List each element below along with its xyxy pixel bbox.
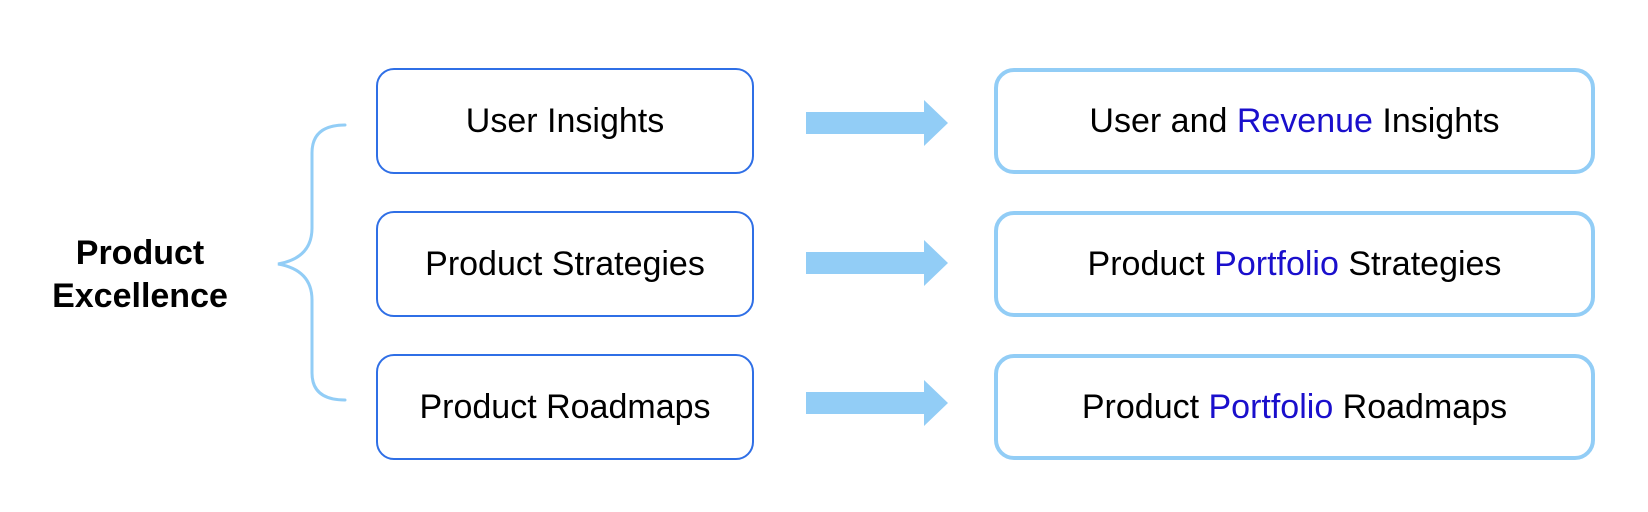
right-arrow-icon: [806, 100, 948, 146]
target-box-user-revenue-insights: User and Revenue Insights: [994, 68, 1595, 174]
current-box-user-insights: User Insights: [376, 68, 754, 174]
root-label: Product Excellence: [30, 232, 250, 318]
target-label-highlight: Revenue: [1236, 101, 1373, 140]
right-arrow-icon: [806, 380, 948, 426]
target-box-label: User and Revenue Insights: [1089, 102, 1499, 141]
target-label-suffix: Insights: [1372, 101, 1500, 140]
target-box-portfolio-strategies: Product Portfolio Strategies: [994, 211, 1595, 317]
current-box-label: Product Strategies: [425, 244, 705, 283]
target-box-portfolio-roadmaps: Product Portfolio Roadmaps: [994, 354, 1595, 460]
target-box-label: Product Portfolio Strategies: [1088, 245, 1502, 284]
current-box-product-roadmaps: Product Roadmaps: [376, 354, 754, 460]
target-label-suffix: Roadmaps: [1333, 387, 1508, 426]
root-label-line2: Excellence: [52, 277, 228, 315]
target-label-prefix: Product: [1081, 387, 1209, 426]
target-label-highlight: Portfolio: [1214, 244, 1339, 283]
target-label-suffix: Strategies: [1338, 244, 1502, 283]
target-label-highlight: Portfolio: [1208, 387, 1334, 426]
root-label-line1: Product: [75, 234, 205, 272]
current-box-product-strategies: Product Strategies: [376, 211, 754, 317]
current-box-label: Product Roadmaps: [419, 387, 711, 426]
target-label-prefix: User and: [1089, 101, 1237, 140]
target-label-prefix: Product: [1087, 244, 1215, 283]
target-box-label: Product Portfolio Roadmaps: [1082, 388, 1507, 427]
curly-brace-connector: [277, 123, 347, 402]
current-box-label: User Insights: [465, 101, 665, 140]
right-arrow-icon: [806, 240, 948, 286]
